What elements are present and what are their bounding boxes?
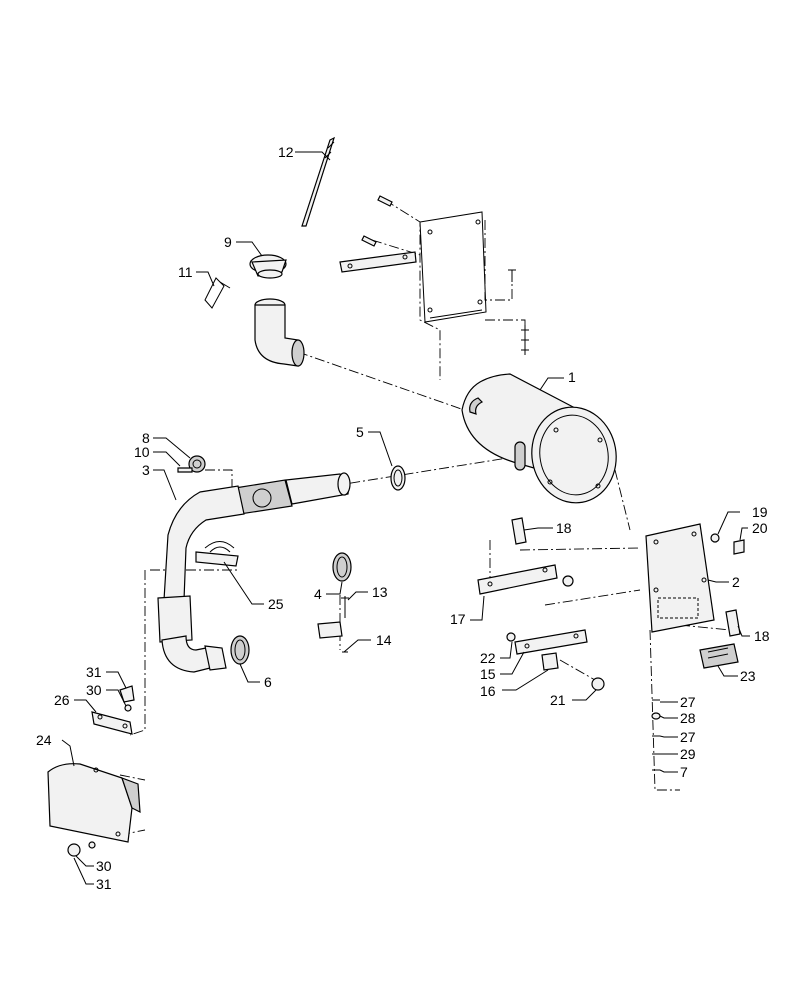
upper-bracket-plate	[419, 211, 487, 323]
callout-11: 11	[178, 264, 193, 280]
callout-16: 16	[480, 683, 496, 699]
part-3-exhaust-pipe	[157, 472, 351, 673]
part-30-washer-upper	[124, 704, 132, 712]
callout-19: 19	[752, 504, 768, 520]
callout-14: 14	[376, 632, 392, 648]
callout-18-lower: 18	[754, 628, 770, 644]
elbow-stack-pipe	[254, 298, 305, 367]
assembly-lines	[119, 199, 731, 836]
callout-30-lower: 30	[96, 858, 112, 874]
part-17-bracket	[477, 564, 574, 595]
callout-10: 10	[134, 444, 150, 460]
callout-13: 13	[372, 584, 388, 600]
part-8-clamp-nut	[188, 455, 206, 473]
fastener-stack	[651, 699, 661, 771]
part-31-bolt-upper	[119, 685, 135, 703]
part-4-band-clamp	[332, 552, 352, 582]
callout-28: 28	[680, 710, 696, 726]
callout-7: 7	[680, 764, 688, 780]
callout-4: 4	[314, 586, 322, 602]
part-12-rod	[301, 136, 336, 227]
callout-1: 1	[568, 369, 576, 385]
part-1-muffler	[461, 373, 617, 504]
part-19-washer	[710, 533, 720, 543]
callout-12: 12	[278, 144, 294, 160]
part-18-clip-upper	[511, 517, 527, 545]
callout-17: 17	[450, 611, 466, 627]
callout-27-upper: 27	[680, 694, 696, 710]
callout-30-upper: 30	[86, 682, 102, 698]
callout-23: 23	[740, 668, 756, 684]
callout-18-upper: 18	[556, 520, 572, 536]
part-6-band-clamp	[230, 635, 250, 665]
part-25-support-bracket	[195, 541, 239, 567]
callout-2: 2	[732, 574, 740, 590]
callout-8: 8	[142, 430, 150, 446]
part-22-washer	[506, 632, 516, 642]
part-26-bracket	[91, 711, 133, 735]
leader-lines	[61, 151, 750, 885]
part-24-heat-shield	[47, 763, 141, 843]
part-10-bolt	[177, 467, 193, 473]
callout-29: 29	[680, 746, 696, 762]
callout-25: 25	[268, 596, 284, 612]
part-16-clip	[541, 652, 559, 671]
callout-5: 5	[356, 424, 364, 440]
upper-bolts	[361, 195, 529, 355]
callout-31-lower: 31	[96, 876, 112, 892]
callout-26: 26	[54, 692, 70, 708]
part-11-clamp	[204, 277, 231, 309]
callout-22: 22	[480, 650, 496, 666]
callout-3: 3	[142, 462, 150, 478]
part-20-bolt	[733, 539, 745, 555]
part-23-decal	[699, 643, 739, 669]
callout-9: 9	[224, 234, 232, 250]
part-21-bolt	[591, 677, 605, 691]
part-9-rain-cap	[249, 254, 287, 279]
callout-27-lower: 27	[680, 729, 696, 745]
callout-31-upper: 31	[86, 664, 102, 680]
callout-20: 20	[752, 520, 768, 536]
part-2-mounting-plate	[645, 523, 715, 633]
part-15-lower-bracket	[514, 629, 588, 655]
part-30-washer-lower	[88, 841, 96, 849]
part-14-fastener	[317, 621, 348, 653]
callout-6: 6	[264, 674, 272, 690]
part-31-bolt-lower	[67, 843, 81, 857]
callout-24: 24	[36, 732, 52, 748]
part-18-clip-lower	[725, 609, 741, 637]
upper-strap	[339, 251, 417, 273]
callout-21: 21	[550, 692, 566, 708]
part-5-gasket	[390, 465, 406, 491]
callout-15: 15	[480, 666, 496, 682]
part-13-sensor	[341, 596, 349, 618]
callout-labels: 1 2 3 4 5 6 7 8 9 10 11 12 13 14 15 16 1…	[36, 144, 770, 892]
